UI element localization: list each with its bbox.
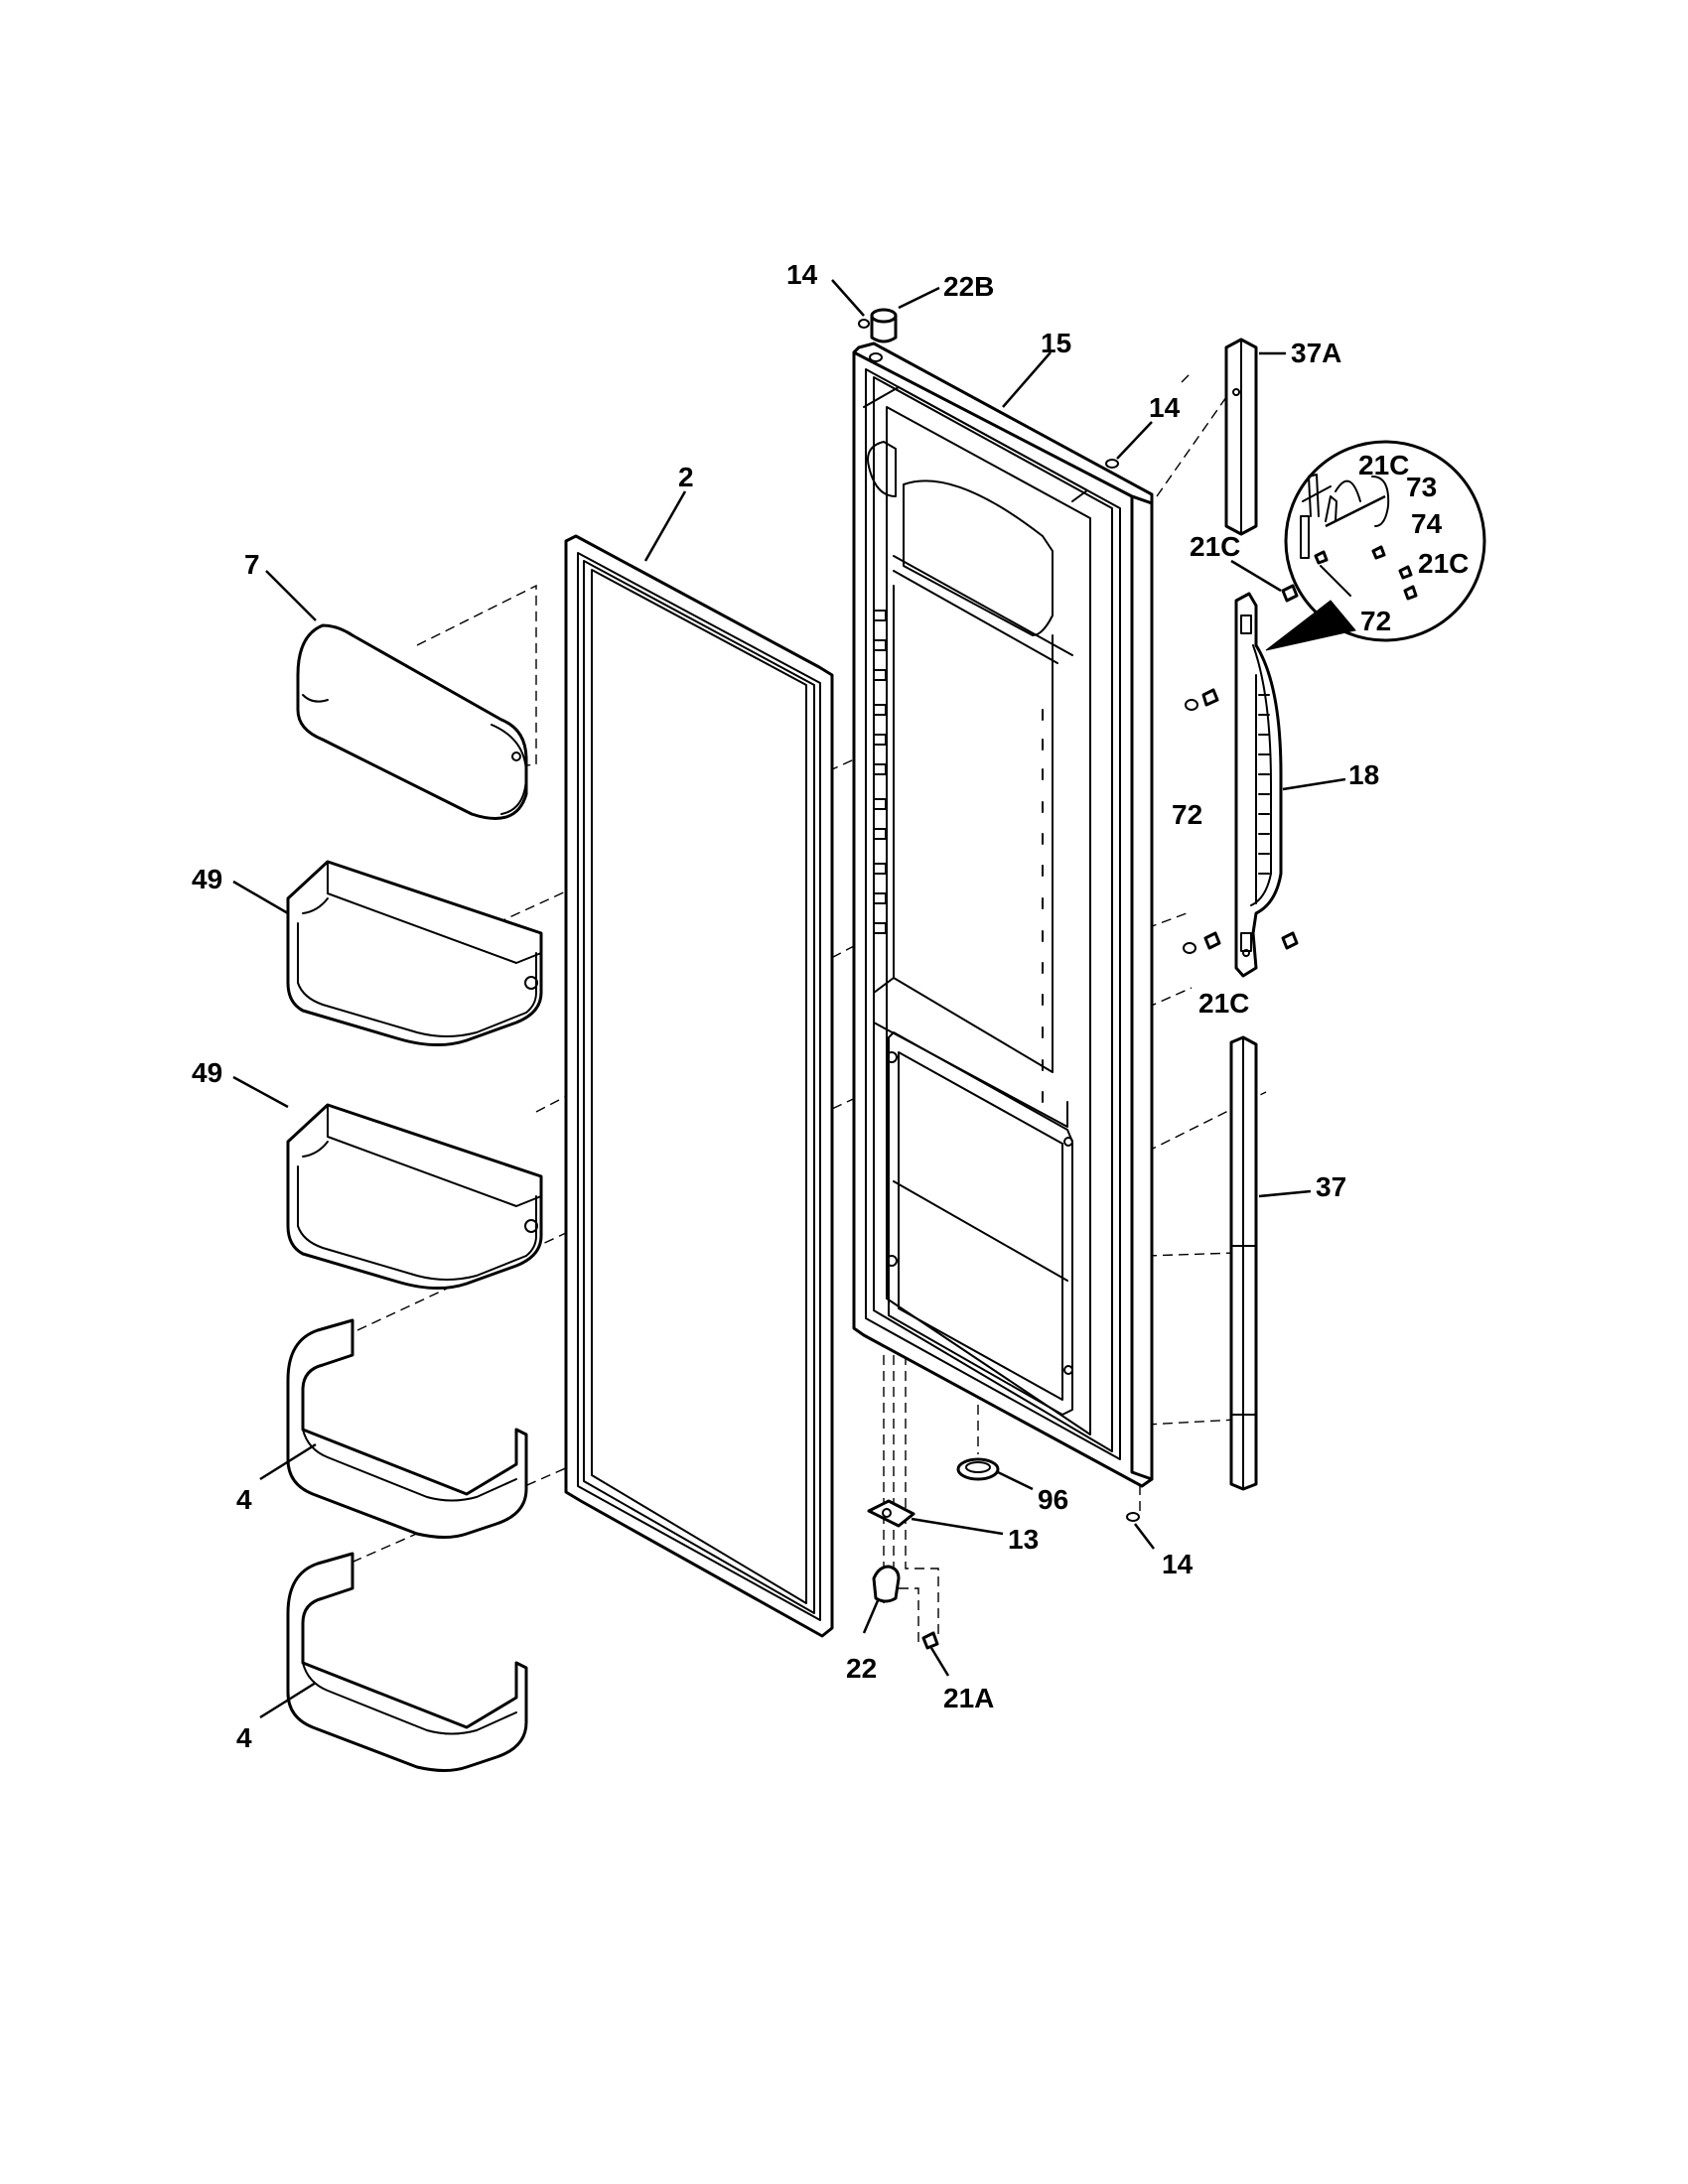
- callout-73: 73: [1406, 472, 1437, 502]
- callout-21A: 21A: [943, 1683, 994, 1713]
- fasteners: [858, 308, 1299, 1650]
- callout-74: 74: [1411, 508, 1443, 539]
- callout-49-upper: 49: [192, 864, 222, 894]
- callout-37: 37: [1316, 1171, 1346, 1202]
- callout-49-lower: 49: [192, 1057, 222, 1088]
- callout-14-top: 14: [786, 259, 818, 290]
- callout-13: 13: [1008, 1524, 1039, 1555]
- door-shelf-bin-upper: [286, 860, 543, 1047]
- callout-21C-inset-2: 21C: [1418, 548, 1469, 579]
- door-assembly: [852, 341, 1154, 1488]
- callout-2: 2: [678, 462, 694, 492]
- callout-18: 18: [1348, 759, 1379, 790]
- callout-labels: 14 22B 15 14 37A 2 7 21C 73 74 21C 72 21…: [192, 259, 1469, 1753]
- callout-21C-upper: 21C: [1190, 531, 1240, 562]
- door-handle: [1234, 592, 1283, 978]
- callout-22B: 22B: [943, 271, 994, 302]
- dairy-bin-cover: [296, 623, 528, 820]
- callout-15: 15: [1041, 328, 1071, 358]
- leader-lines: [232, 279, 1346, 1719]
- door-shelf-bin-lower: [286, 1103, 543, 1291]
- callout-96: 96: [1038, 1484, 1068, 1515]
- callout-22: 22: [846, 1653, 877, 1684]
- callout-21C-lower: 21C: [1198, 988, 1249, 1019]
- handle-trim-upper: [1224, 338, 1258, 536]
- door-bin-lower: [286, 1552, 528, 1772]
- callout-14-bottom: 14: [1162, 1549, 1194, 1579]
- callout-72: 72: [1172, 799, 1202, 830]
- shelf-pegs-left: [873, 610, 887, 934]
- hinge-detail-inset: [1265, 440, 1486, 651]
- callout-4-upper: 4: [236, 1484, 252, 1515]
- door-gasket: [564, 534, 834, 1638]
- callout-21C-inset: 21C: [1358, 450, 1409, 480]
- callout-72-inset: 72: [1360, 606, 1391, 636]
- callout-7: 7: [244, 549, 260, 580]
- callout-4-lower: 4: [236, 1722, 252, 1753]
- callout-37A: 37A: [1291, 338, 1341, 368]
- callout-14-right: 14: [1149, 392, 1181, 423]
- door-bin-upper: [286, 1318, 528, 1539]
- handle-trim-lower: [1229, 1035, 1258, 1491]
